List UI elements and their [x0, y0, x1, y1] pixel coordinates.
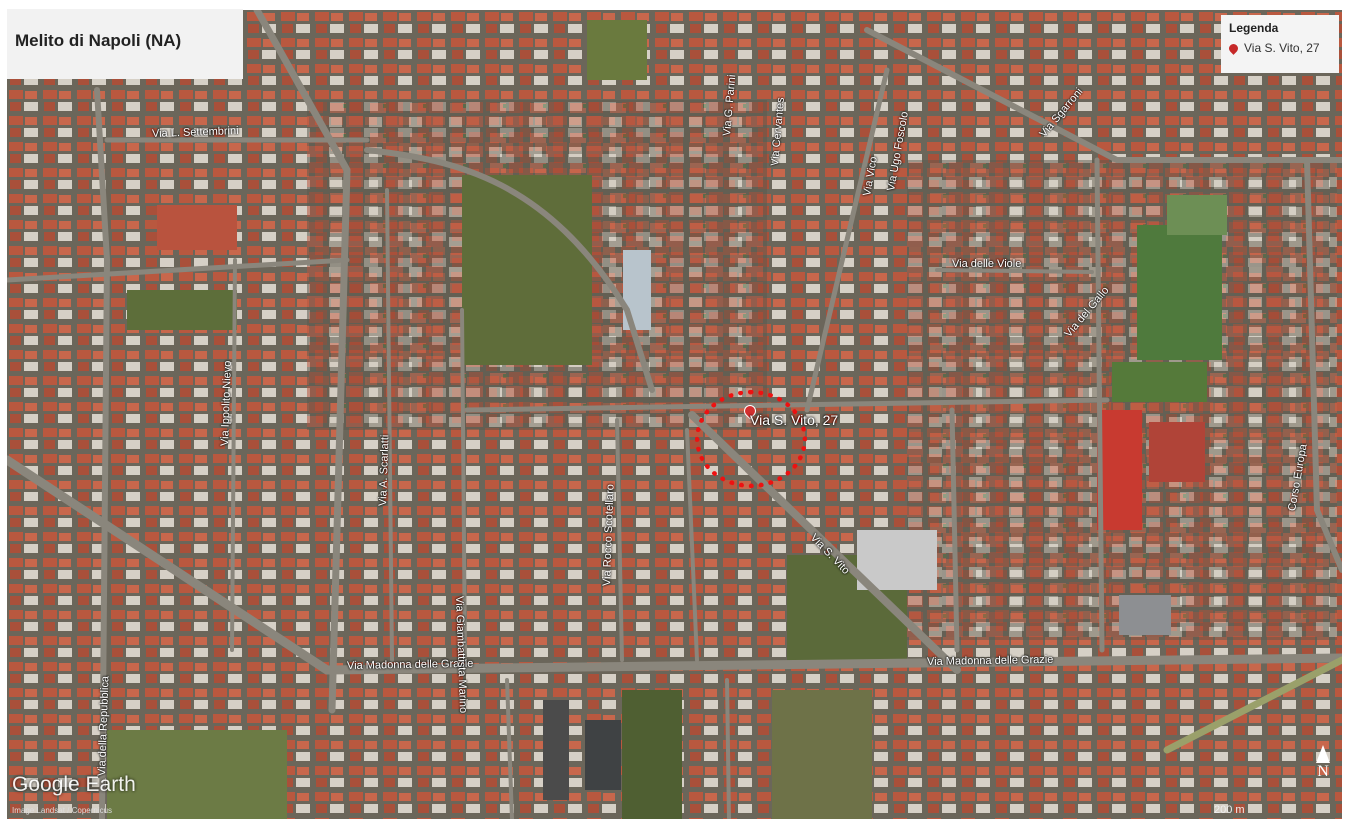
- legend-title: Legenda: [1229, 21, 1279, 35]
- street-label-viole: Via delle Viole: [952, 258, 1022, 270]
- map-imagery: [7, 10, 1342, 819]
- legend-panel: Legenda Via S. Vito, 27: [1221, 15, 1339, 73]
- legend-pin-icon: [1227, 41, 1240, 55]
- legend-entry-label: Via S. Vito, 27: [1244, 41, 1320, 55]
- google-earth-logo: Google Earth: [12, 773, 136, 796]
- target-area-ring: [695, 390, 807, 488]
- street-label-scarlatti: Via A. Scarlatti: [377, 434, 392, 507]
- map-title-box: Melito di Napoli (NA): [7, 9, 243, 79]
- north-arrow-icon: [1316, 745, 1330, 763]
- marker-label: Via S. Vito, 27: [750, 412, 839, 428]
- north-label: N: [1317, 763, 1329, 780]
- legend-entry: Via S. Vito, 27: [1227, 41, 1331, 55]
- scale-bar-label: 200 m: [1214, 804, 1245, 816]
- north-arrow: N: [1313, 745, 1333, 797]
- street-label-madonna-grazie-east: Via Madonna delle Grazie: [926, 653, 1054, 668]
- map-title: Melito di Napoli (NA): [15, 31, 182, 50]
- satellite-map[interactable]: Via L. Settembrini Via Sgarroni Via dell…: [7, 10, 1342, 819]
- imagery-credit: Image Landsat / Copernicus: [12, 806, 113, 815]
